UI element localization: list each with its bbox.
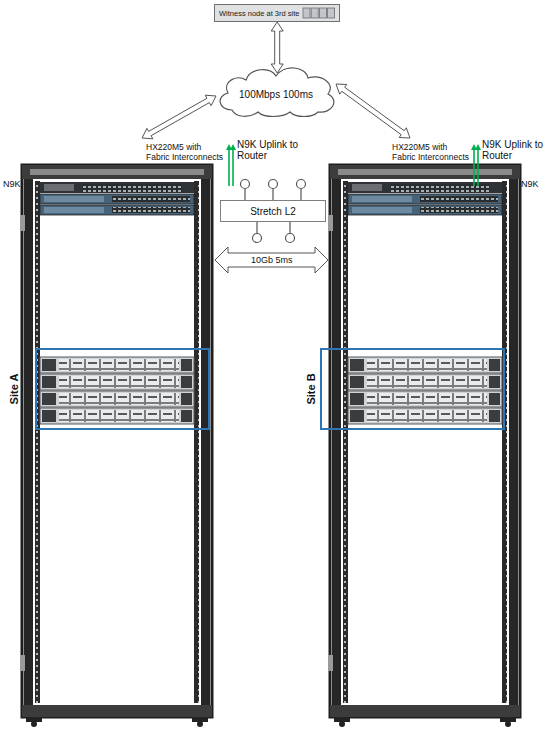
box-label: Stretch L2 <box>250 206 296 217</box>
l2-network-symbol <box>241 180 306 243</box>
edge-label: 10Gb 5ms <box>250 255 294 265</box>
wan-cloud: 100Mbps 100ms <box>212 60 340 120</box>
switch-label: N9K <box>521 179 539 189</box>
site-frame: Site A <box>35 348 210 430</box>
rack-a <box>20 165 212 727</box>
rack-b <box>328 165 520 727</box>
rack-label: N9K Uplink to Router <box>482 140 552 161</box>
rack-label: HX220M5 with Fabric Interconnects <box>392 142 472 162</box>
double-arrow <box>271 22 283 73</box>
node-label: Witness node at 3rd site <box>219 9 299 18</box>
rack-cabinet: HX220M5 with Fabric InterconnectsN9K Upl… <box>20 138 215 726</box>
cloud-label: 100Mbps 100ms <box>239 89 313 100</box>
rack-label: HX220M5 with Fabric Interconnects <box>146 142 226 162</box>
switch-label: N9K <box>3 179 21 189</box>
drive-bays <box>302 7 336 19</box>
l2-box: Stretch L2 <box>220 200 326 222</box>
double-arrow <box>215 247 328 273</box>
double-arrow <box>142 95 216 139</box>
rack-label: N9K Uplink to Router <box>237 140 307 161</box>
witness-server: Witness node at 3rd site <box>214 4 340 22</box>
site-frame: Site B <box>320 348 505 430</box>
rack-cabinet: HX220M5 with Fabric InterconnectsN9K Upl… <box>328 138 520 726</box>
site-label: Site A <box>8 374 20 405</box>
site-label: Site B <box>305 373 317 404</box>
double-arrow <box>336 84 410 138</box>
